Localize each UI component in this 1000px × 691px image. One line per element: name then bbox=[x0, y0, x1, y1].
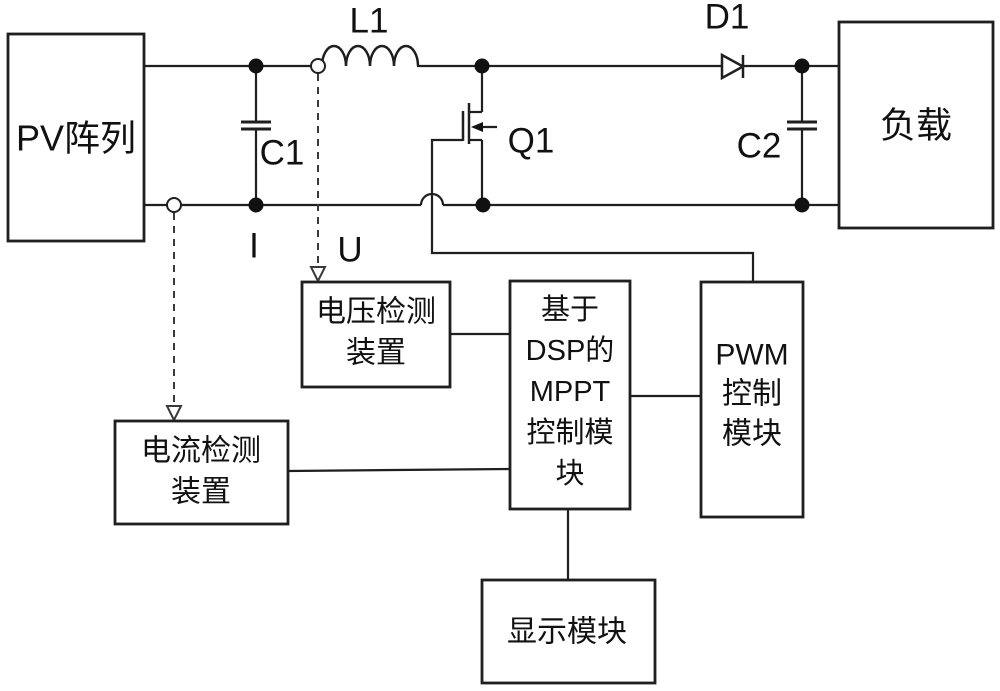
mosfet-label: Q1 bbox=[508, 122, 555, 161]
pv-array-block: PV阵列 bbox=[6, 32, 146, 243]
mppt-label-line2: DSP的 bbox=[526, 334, 615, 367]
c1-label: C1 bbox=[260, 134, 305, 173]
load-block: 负载 bbox=[837, 20, 995, 230]
voltage-tap-circle bbox=[310, 58, 326, 74]
display-module-block: 显示模块 bbox=[480, 578, 657, 685]
mppt-label-line4: 控制模 bbox=[526, 416, 613, 449]
pwm-controller-box bbox=[699, 280, 805, 519]
c2-label: C2 bbox=[737, 127, 782, 166]
pwm-label-line2: 控制 bbox=[722, 378, 782, 411]
junction-dots bbox=[248, 58, 810, 213]
voltage-probe: U bbox=[309, 58, 363, 284]
pv-array-box bbox=[6, 32, 146, 243]
current-probe-arrow-icon bbox=[165, 405, 183, 423]
mppt-controller-block: 基于 DSP的 MPPT 控制模 块 bbox=[508, 279, 632, 511]
display-module-box bbox=[480, 578, 657, 685]
pv-array-label: PV阵列 bbox=[16, 118, 136, 159]
mppt-label-line3: MPPT bbox=[530, 376, 611, 408]
voltage-detection-label-line2: 装置 bbox=[346, 337, 406, 370]
block-connectors bbox=[287, 332, 701, 580]
diode-label: D1 bbox=[705, 0, 750, 37]
pwm-controller-block: PWM 控制 模块 bbox=[699, 280, 805, 519]
mosfet-arrow-head bbox=[471, 122, 483, 132]
junction-c2-top bbox=[794, 58, 810, 74]
voltage-detection-label-line1: 电压检测 bbox=[316, 296, 436, 329]
current-detection-box bbox=[113, 419, 290, 526]
current-detection-label-line2: 装置 bbox=[171, 476, 231, 509]
inductor-l1: L1 bbox=[320, 2, 420, 67]
voltage-probe-label: U bbox=[337, 231, 362, 270]
inductor-coil bbox=[320, 44, 420, 67]
mppt-controller-box bbox=[508, 279, 632, 511]
current-probe-label: I bbox=[249, 227, 259, 266]
pwm-label-line1: PWM bbox=[715, 339, 788, 372]
junction-c1-bottom bbox=[248, 197, 264, 213]
mppt-label-line5: 块 bbox=[555, 458, 584, 490]
load-label: 负载 bbox=[880, 105, 952, 146]
gate-drive-route bbox=[430, 138, 755, 282]
pwm-label-line3: 模块 bbox=[722, 418, 782, 451]
junction-source-bottom bbox=[475, 197, 491, 213]
junction-c2-bottom bbox=[794, 197, 810, 213]
current-tap-circle bbox=[166, 197, 182, 213]
current-detection-block: 电流检测 装置 bbox=[113, 419, 290, 526]
mosfet-q1: Q1 bbox=[461, 66, 555, 205]
mppt-label-line1: 基于 bbox=[541, 293, 599, 326]
connector-current-to-mppt bbox=[287, 467, 511, 473]
diode-triangle bbox=[720, 52, 746, 81]
current-probe: I bbox=[165, 197, 259, 423]
voltage-probe-arrow-icon bbox=[309, 266, 327, 284]
diode-d1: D1 bbox=[705, 0, 750, 81]
load-box bbox=[837, 20, 995, 230]
capacitor-c2: C2 bbox=[737, 66, 817, 205]
display-module-label: 显示模块 bbox=[507, 616, 627, 649]
voltage-detection-block: 电压检测 装置 bbox=[300, 280, 452, 389]
junction-c1-top bbox=[248, 58, 264, 74]
bottom-bus-wire bbox=[144, 192, 839, 207]
gate-drive-wire bbox=[430, 138, 755, 282]
junction-drain-top bbox=[474, 58, 490, 74]
inductor-label: L1 bbox=[350, 2, 389, 41]
current-detection-label-line1: 电流检测 bbox=[141, 435, 261, 468]
capacitor-c1: C1 bbox=[241, 66, 304, 205]
